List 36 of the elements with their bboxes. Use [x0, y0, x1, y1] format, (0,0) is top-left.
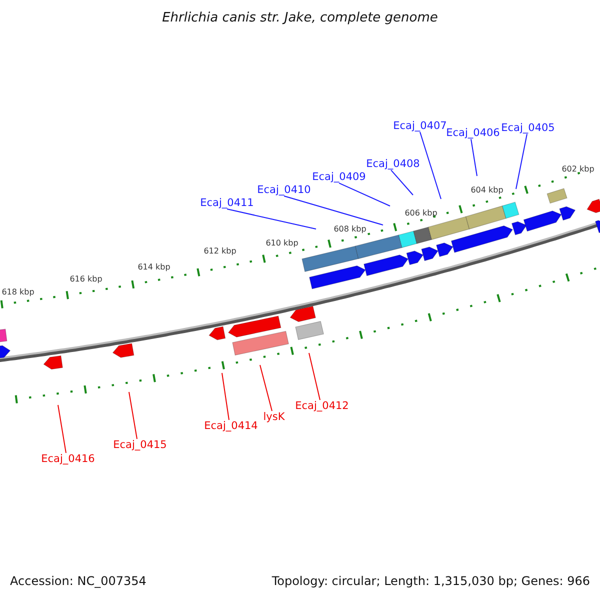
leader-line: [390, 170, 414, 196]
leader-line: [226, 208, 316, 230]
gene-label: Ecaj_0408: [366, 158, 420, 170]
leader-line: [516, 134, 528, 190]
scale-label: 618 kbp: [2, 287, 34, 297]
map-title: Ehrlichia canis str. Jake, complete genome: [162, 10, 438, 26]
scale-label: 602 kbp: [562, 164, 594, 174]
gene-label: Ecaj_0410: [257, 184, 311, 196]
leader-line: [222, 372, 230, 420]
gene-label: Ecaj_0405: [501, 122, 555, 134]
scale-label: 608 kbp: [334, 224, 366, 234]
scale-label: 614 kbp: [138, 262, 170, 272]
leader-line: [308, 352, 320, 400]
gene-label: Ecaj_0409: [312, 170, 366, 184]
gene-label: Ecaj_0416: [41, 452, 95, 466]
scale-label: 612 kbp: [204, 246, 236, 256]
scale-label: 604 kbp: [470, 185, 504, 195]
scale-label: 606 kbp: [404, 208, 438, 218]
gene-label: Ecaj_0406: [446, 126, 500, 140]
leader-line: [338, 182, 390, 206]
gene-label: Ecaj_0414: [204, 420, 258, 432]
gene-label: Ecaj_0407: [393, 120, 447, 132]
leader-line: [420, 132, 442, 200]
genome-info-text: Topology: circular; Length: 1,315,030 bp; Genes: 966: [272, 574, 590, 588]
scale-label: 610 kbp: [266, 238, 298, 248]
scale-label: 616 kbp: [70, 274, 102, 284]
gene-label: Ecaj_0411: [200, 196, 254, 210]
leader-line: [470, 138, 478, 176]
leader-line: [260, 364, 272, 412]
leader-line: [58, 404, 66, 454]
accession-text: Accession: NC_007354: [10, 574, 146, 588]
gene-label: lysK: [263, 410, 285, 424]
leader-line: [128, 392, 138, 440]
gene-label: Ecaj_0412: [295, 400, 349, 412]
leader-line: [284, 196, 384, 226]
gene-label: Ecaj_0415: [113, 438, 167, 452]
